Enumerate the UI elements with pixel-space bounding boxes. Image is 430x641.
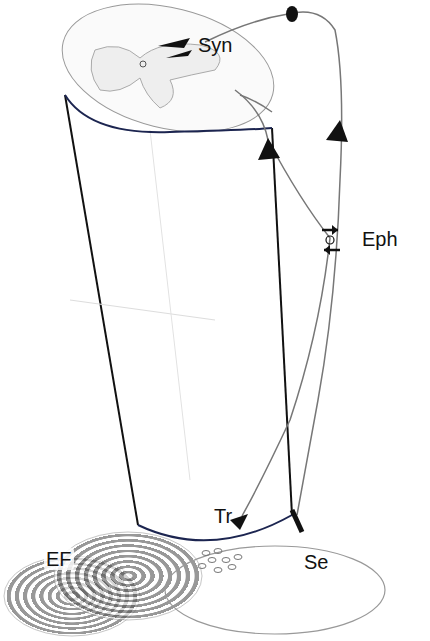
synapse-symbol <box>158 38 192 58</box>
figure-label: EF <box>44 548 74 570</box>
direction-arrowheads <box>230 120 348 530</box>
sensor-bar <box>292 510 302 532</box>
figure-label: Tr <box>212 505 234 527</box>
figure-label: Se <box>302 551 330 573</box>
receptive-fields <box>4 532 202 636</box>
ganglion-cell <box>286 6 298 22</box>
nerve-fibers <box>205 12 342 516</box>
ephapse-symbol <box>322 225 340 255</box>
skin-patch <box>165 546 385 634</box>
figure-label: Eph <box>360 228 400 250</box>
figure-label: Syn <box>196 34 234 56</box>
spinal-cord-segment <box>49 0 292 540</box>
